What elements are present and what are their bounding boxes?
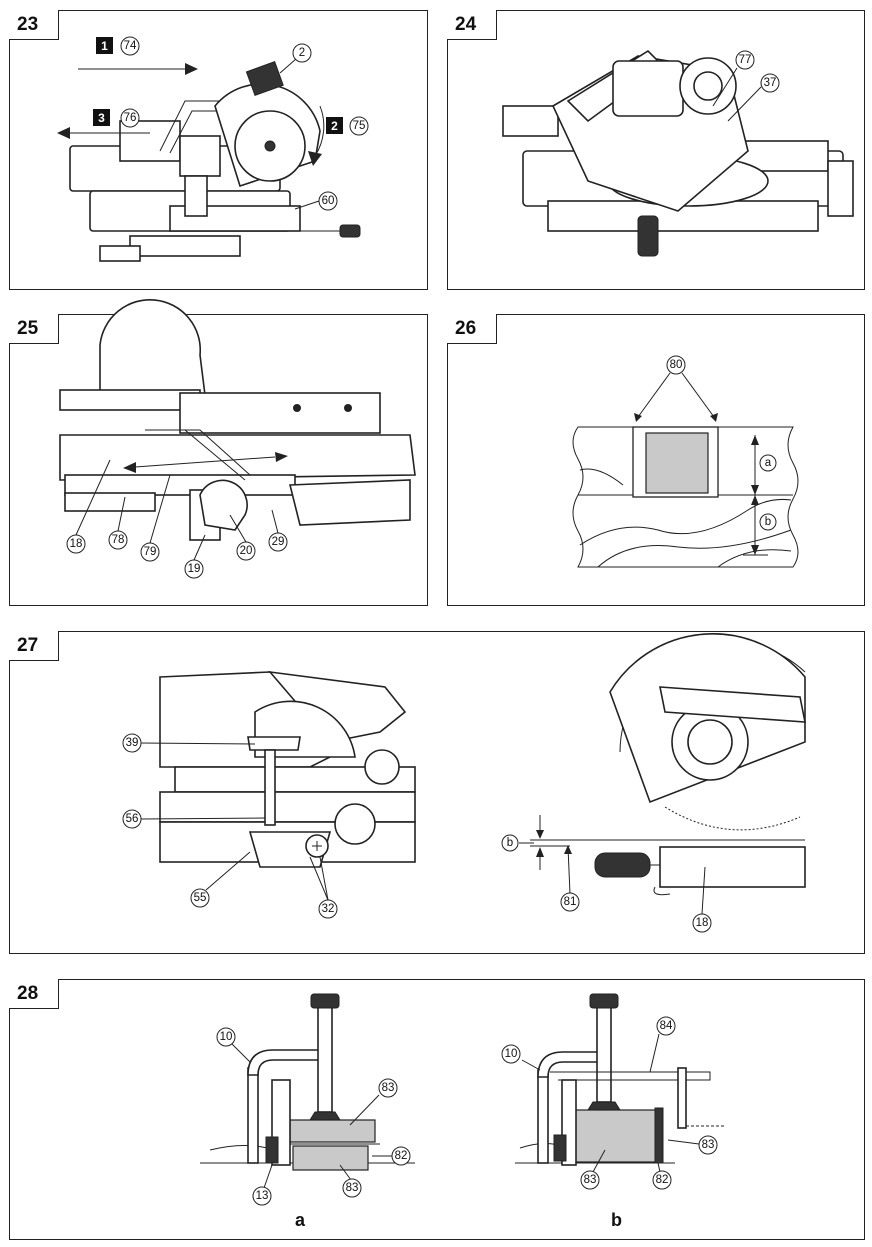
- svg-text:2: 2: [331, 119, 338, 133]
- miter-saw-drawing: [69, 61, 361, 262]
- figure-number: 27: [9, 631, 59, 661]
- callout-37: 37: [727, 73, 780, 122]
- depth-stop-drawing: [159, 670, 416, 868]
- svg-text:18: 18: [696, 917, 709, 929]
- svg-text:78: 78: [112, 534, 125, 546]
- figure-number: 24: [447, 10, 497, 40]
- callout-29: 29: [268, 509, 288, 552]
- blade-clearance-drawing: [530, 633, 806, 896]
- callout-39: 39: [122, 733, 256, 753]
- svg-text:83: 83: [346, 1182, 359, 1194]
- figure-26-illustration: 80 a b: [572, 355, 799, 568]
- figure-number: 25: [9, 314, 59, 344]
- svg-text:20: 20: [240, 545, 253, 557]
- figure-24: 24 77 37: [447, 10, 865, 290]
- svg-text:55: 55: [194, 892, 207, 904]
- figure-number: 23: [9, 10, 59, 40]
- svg-text:75: 75: [353, 120, 366, 132]
- svg-text:13: 13: [256, 1190, 269, 1202]
- callout-32: 32: [309, 856, 338, 919]
- callout-80: 80: [666, 355, 686, 375]
- figure-28: 28 10 83 82: [9, 979, 865, 1240]
- svg-text:80: 80: [670, 359, 683, 371]
- svg-text:10: 10: [220, 1031, 233, 1043]
- figure-23: 23 1 7: [9, 10, 428, 290]
- svg-text:37: 37: [764, 77, 777, 89]
- callout-a-13: 13: [252, 1164, 273, 1206]
- svg-text:82: 82: [395, 1150, 408, 1162]
- figure-23-illustration: 1 74 3 76 2 75 2 60: [57, 36, 369, 262]
- svg-text:77: 77: [739, 54, 752, 66]
- callout-19: 19: [184, 534, 206, 579]
- callout-2: 2: [279, 43, 312, 74]
- callout-a-82: 82: [372, 1146, 411, 1166]
- figure-25-illustration: 18 78 79 19 20 29: [59, 298, 416, 579]
- callout-b-10: 10: [501, 1044, 541, 1071]
- svg-text:74: 74: [124, 40, 137, 52]
- figure-24-illustration: 77 37: [502, 49, 854, 257]
- svg-text:79: 79: [144, 546, 157, 558]
- vise-setup-b-drawing: [515, 993, 725, 1166]
- svg-text:3: 3: [98, 111, 105, 125]
- callout-b: b: [759, 513, 777, 531]
- callout-20: 20: [229, 514, 256, 561]
- svg-text:82: 82: [656, 1174, 669, 1186]
- figure-27: 27 39 56: [9, 631, 865, 954]
- callout-b-82: 82: [652, 1162, 672, 1190]
- svg-text:19: 19: [188, 563, 201, 575]
- figure-26: 26: [447, 314, 865, 606]
- callout-b-83-bottom: 83: [580, 1149, 606, 1190]
- svg-text:83: 83: [382, 1082, 395, 1094]
- svg-text:2: 2: [299, 47, 305, 59]
- callout-81: 81: [560, 845, 580, 912]
- figure-25: 25 18 78: [9, 298, 428, 606]
- callout-a-83-bottom: 83: [339, 1164, 362, 1198]
- subfigure-label-b: b: [611, 1210, 622, 1230]
- svg-text:83: 83: [702, 1139, 715, 1151]
- svg-text:b: b: [765, 516, 771, 528]
- svg-text:56: 56: [126, 813, 139, 825]
- svg-text:29: 29: [272, 536, 285, 548]
- turntable-drawing: [59, 298, 416, 541]
- callout-79: 79: [140, 474, 171, 562]
- vise-setup-a-drawing: [200, 993, 415, 1171]
- callout-18: 18: [66, 459, 111, 554]
- callout-a: a: [759, 454, 777, 472]
- svg-text:1: 1: [101, 39, 108, 53]
- callout-60: 60: [294, 191, 338, 211]
- step-3-arrow: 3 76: [57, 108, 150, 139]
- svg-text:a: a: [765, 457, 772, 469]
- svg-text:76: 76: [124, 112, 137, 124]
- figure-27-illustration: 39 56 55 32: [122, 633, 806, 933]
- callout-78: 78: [108, 496, 128, 550]
- callout-56: 56: [122, 809, 266, 829]
- step-1-arrow: 1 74: [78, 36, 198, 75]
- callout-a-10: 10: [216, 1027, 251, 1063]
- groove-cut-drawing: [572, 372, 799, 568]
- step-2-arrow: 2 75: [308, 105, 369, 166]
- subfigure-label-a: a: [295, 1210, 306, 1230]
- callout-77: 77: [712, 50, 755, 107]
- figure-number: 28: [9, 979, 59, 1009]
- figure-number: 26: [447, 314, 497, 344]
- callout-b-84: 84: [649, 1016, 676, 1073]
- svg-text:84: 84: [660, 1020, 673, 1032]
- svg-text:18: 18: [70, 538, 83, 550]
- callout-b-clearance: b: [501, 834, 534, 852]
- callout-a-83-top: 83: [349, 1078, 398, 1126]
- svg-text:39: 39: [126, 737, 139, 749]
- svg-text:60: 60: [322, 195, 335, 207]
- svg-text:b: b: [507, 837, 513, 849]
- miter-saw-tilted-drawing: [502, 49, 854, 257]
- svg-text:83: 83: [584, 1174, 597, 1186]
- callout-18-fence: 18: [692, 866, 712, 933]
- svg-text:10: 10: [505, 1048, 518, 1060]
- callout-55: 55: [190, 851, 251, 908]
- svg-text:81: 81: [564, 896, 577, 908]
- callout-b-83-right: 83: [667, 1135, 718, 1155]
- figure-28-illustration: 10 83 82 13 83: [200, 993, 725, 1206]
- svg-text:32: 32: [322, 903, 335, 915]
